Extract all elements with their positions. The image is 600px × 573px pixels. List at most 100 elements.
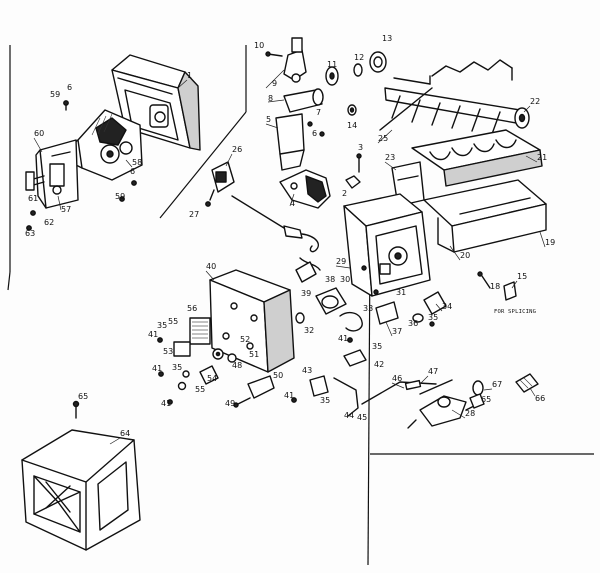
callout-p34: 34 [442,302,452,311]
callout-p25: 25 [378,134,388,143]
callout-p35a: 35 [157,321,167,330]
callout-p49: 49 [225,399,235,408]
callout-p60: 60 [34,129,44,138]
middle-screws [157,337,367,405]
callout-p55a: 55 [168,317,178,326]
callout-p8: 8 [268,94,273,103]
center-housing [343,193,431,297]
leader-lines [33,69,546,445]
part-28-valve [407,379,479,429]
part-58-motor [69,109,143,181]
callout-p9: 9 [272,79,277,88]
frame-lines [7,45,594,566]
callout-p41a: 41 [148,330,158,339]
callout-p66: 66 [535,394,545,403]
callout-p35b: 35 [172,363,182,372]
callout-p2: 2 [342,189,347,198]
parts-5-8-bracket [275,88,325,171]
callout-p45: 45 [357,413,367,422]
callout-p4: 4 [290,199,295,208]
callout-p62: 62 [44,218,54,227]
callout-p54: 54 [207,374,217,383]
callout-p57: 57 [61,205,71,214]
callout-p15: 15 [517,272,527,281]
callout-p65a: 65 [78,392,88,401]
callout-p1: 1 [187,71,192,80]
callout-p40: 40 [206,262,216,271]
callout-p14: 14 [347,121,357,130]
parts-51-54-hardware [177,348,237,391]
callout-p59b: 59 [115,192,125,201]
callout-p13: 13 [382,34,392,43]
callout-p33: 33 [363,304,373,313]
part-64-front-cover [21,400,141,551]
parts-9-14-top-hardware [265,37,387,116]
part-26-switch-and-cord [205,161,321,283]
callout-p35e: 35 [320,396,330,405]
callout-p56: 56 [187,304,197,313]
callout-p41c: 41 [161,399,171,408]
callout-p41e: 41 [338,334,348,343]
callout-p6c: 6 [312,129,317,138]
inset-screws [26,100,137,231]
callout-p67: 67 [492,380,502,389]
callout-p55b: 55 [195,385,205,394]
callout-p18: 18 [490,282,500,291]
callout-p3: 3 [358,143,363,152]
part-57-bracket [25,139,79,209]
callout-labels: 1234566678910111213141518192021222325262… [25,34,555,438]
callout-p30: 30 [340,275,350,284]
callout-p38: 38 [325,275,335,284]
part-56-switch [173,317,211,357]
callout-p10: 10 [254,41,264,50]
callout-p36: 36 [408,319,418,328]
callout-p53: 53 [163,347,173,356]
callout-p19: 19 [545,238,555,247]
callout-p63: 63 [25,229,35,238]
for-splicing-note: FOR SPLICING [494,309,536,315]
callout-p51: 51 [249,350,259,359]
callout-p37: 37 [392,327,402,336]
callout-p22: 22 [530,97,540,106]
callout-p26: 26 [232,145,242,154]
callout-p47: 47 [428,367,438,376]
callout-p44: 44 [344,411,354,420]
callout-p20: 20 [460,251,470,260]
parts-43-47-linkage [309,375,437,417]
callout-p35d: 35 [372,342,382,351]
callout-p6a: 6 [67,83,72,92]
callout-p28: 28 [465,409,475,418]
callout-p46: 46 [392,374,402,383]
callout-p43: 43 [302,366,312,375]
callout-p52: 52 [240,335,250,344]
callout-p58: 58 [132,158,142,167]
callout-p61: 61 [28,194,38,203]
callout-p27: 27 [189,210,199,219]
callout-p41b: 41 [152,364,162,373]
callout-p64: 64 [120,429,130,438]
callout-p11: 11 [327,60,337,69]
callout-p23: 23 [385,153,395,162]
part-4-thermostat [279,153,362,209]
callout-p42: 42 [374,360,384,369]
motor-gear-parts [295,287,447,332]
callout-p48: 48 [232,361,242,370]
callout-p31: 31 [396,288,406,297]
callout-p39: 39 [301,289,311,298]
main-mold-assembly [379,59,547,253]
callout-p50: 50 [273,371,283,380]
callout-p59a: 59 [50,90,60,99]
callout-p32: 32 [304,326,314,335]
part-40-module-housing [209,269,295,373]
parts-65-67-fittings [469,373,539,409]
callout-p21: 21 [537,153,547,162]
callout-p65b: 65 [481,395,491,404]
callout-p29: 29 [336,257,346,266]
callout-p41d: 41 [284,391,294,400]
callout-p5: 5 [266,115,271,124]
callout-p7: 7 [316,108,321,117]
callout-p35c: 35 [428,313,438,322]
callout-p6b: 6 [130,167,135,176]
